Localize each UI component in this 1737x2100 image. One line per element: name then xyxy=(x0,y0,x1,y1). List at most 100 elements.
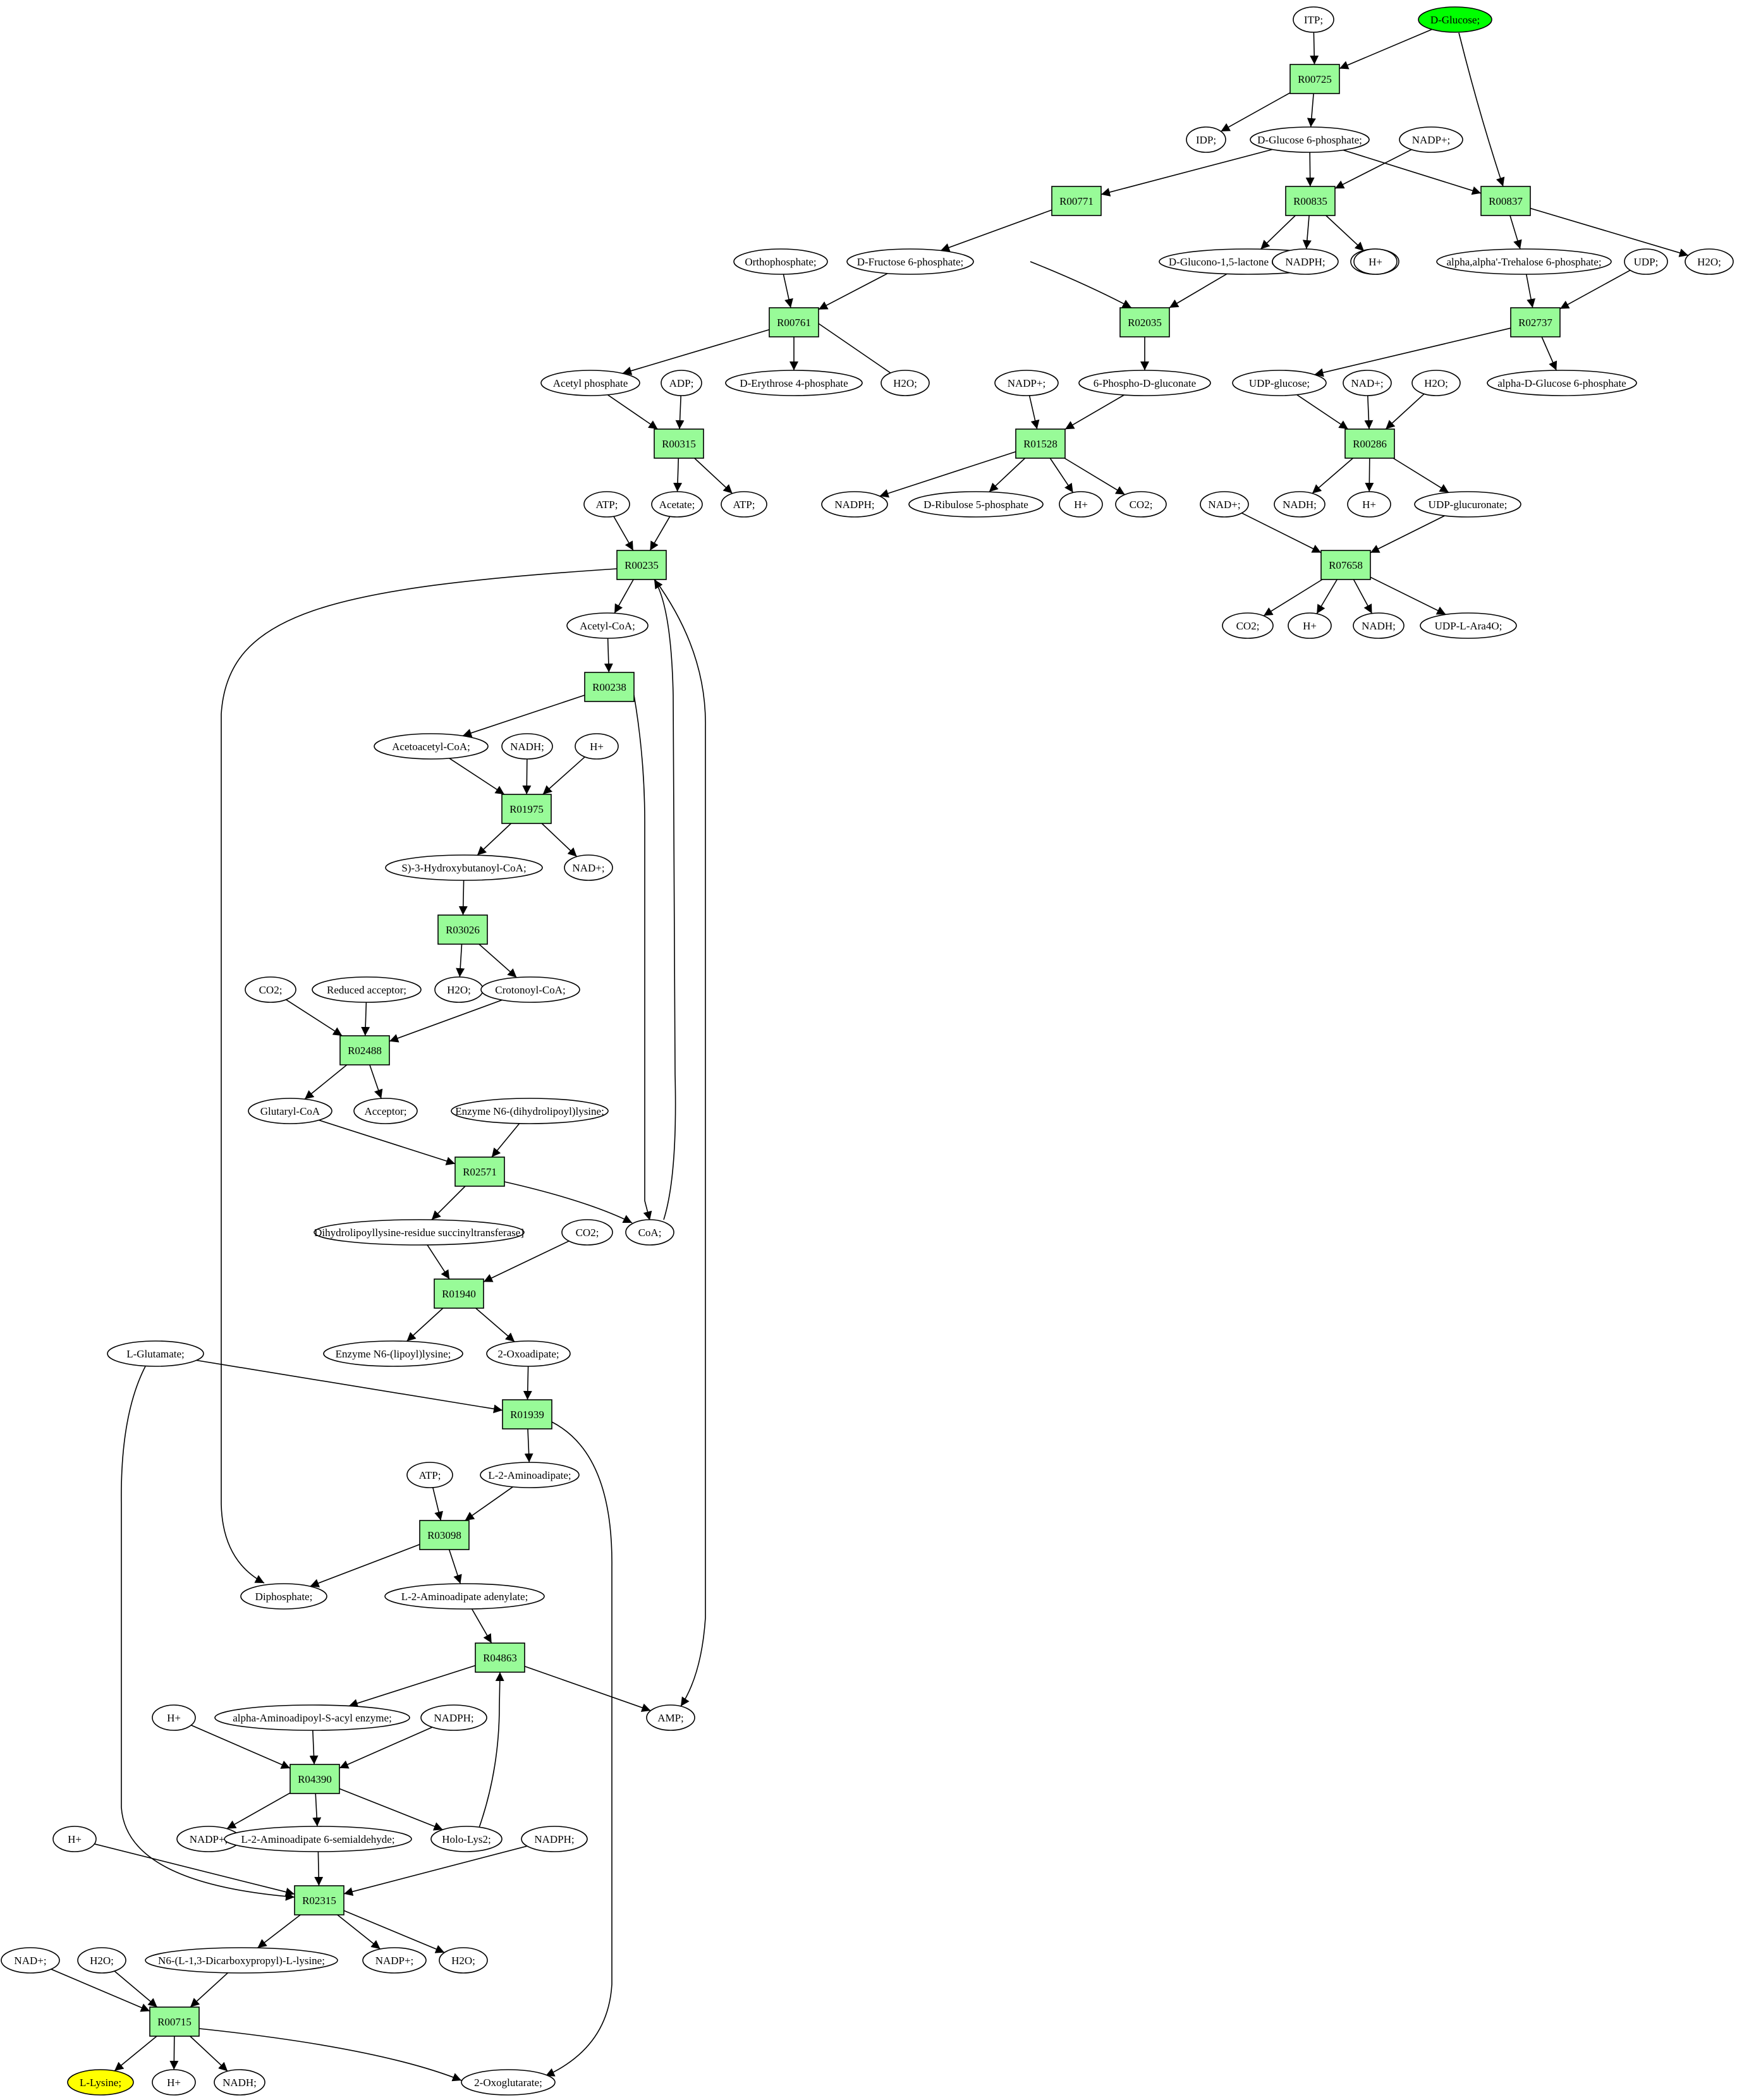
compound-label: D-Ribulose 5-phosphate xyxy=(923,499,1028,511)
compound-hplus-c: H+ xyxy=(1347,491,1391,518)
edge-R07658-to-nadh_b xyxy=(1353,579,1373,614)
reaction-label: R00761 xyxy=(777,317,811,329)
compound-ellipse xyxy=(1399,126,1463,153)
compound-co2-c: CO2; xyxy=(245,976,296,1003)
reaction-box xyxy=(1480,186,1531,216)
edge-R04390-to-hololys2 xyxy=(339,1788,443,1831)
compound-nadh-c: NADH; xyxy=(501,733,553,760)
edge-R00835-to-glucono xyxy=(1260,215,1296,250)
edge-R00286-to-udpglcua xyxy=(1393,458,1449,493)
reaction-label: R04390 xyxy=(298,1773,332,1785)
edge-R01940-to-oxoadipate xyxy=(475,1308,515,1342)
edge-R04863-to-amp xyxy=(524,1665,651,1712)
reaction-r00725: R00725 xyxy=(1289,64,1340,94)
compound-ellipse xyxy=(385,854,543,881)
reaction-label: R01939 xyxy=(510,1409,544,1421)
edge-R02737-to-aglc6p xyxy=(1541,336,1557,371)
reaction-r01528: R01528 xyxy=(1015,428,1066,459)
compound-label: L-2-Aminoadipate adenylate; xyxy=(401,1591,528,1603)
edge-hplus_e-to-R01975 xyxy=(542,756,585,795)
compound-n6dicarb: N6-(L-1,3-Dicarboxypropyl)-L-lysine; xyxy=(145,1947,338,1974)
compound-ellipse xyxy=(646,1704,695,1731)
edge-udpglcua-to-R07658 xyxy=(1370,515,1446,554)
edge-R07658-to-hplus_d xyxy=(1316,579,1338,614)
compound-label: 6-Phospho-D-gluconate xyxy=(1094,377,1196,389)
compound-label: UDP-glucose; xyxy=(1249,377,1310,389)
edge-R04863-to-acylenz xyxy=(348,1665,476,1708)
edge-redacc-to-R02488 xyxy=(361,1002,370,1036)
compound-label: CO2; xyxy=(1236,620,1260,632)
edge-R04390-to-semialdehyde xyxy=(312,1793,322,1827)
compound-ellipse xyxy=(521,1826,588,1852)
compound-ellipse xyxy=(725,370,863,396)
compound-nad-a: NAD+; xyxy=(1343,370,1392,396)
reaction-box xyxy=(339,1035,390,1065)
compound-ellipse xyxy=(881,370,930,396)
compound-ellipse xyxy=(107,1340,204,1367)
compound-label: NADH; xyxy=(510,741,544,753)
edge-R03026-to-h2o_e xyxy=(456,944,465,978)
compound-itp: ITP; xyxy=(1293,6,1334,33)
compound-crotonoyl: Crotonoyl-CoA; xyxy=(480,976,580,1003)
compound-ellipse xyxy=(374,733,489,760)
compound-orthop: Orthophosphate; xyxy=(733,248,828,275)
reaction-box xyxy=(769,307,819,337)
compound-ellipse xyxy=(77,1947,126,1974)
reaction-label: R03098 xyxy=(427,1529,461,1541)
edge-nadp_a-to-R00835 xyxy=(1334,149,1412,189)
reaction-r03026: R03026 xyxy=(437,914,488,945)
compound-label: H2O; xyxy=(893,377,917,389)
reaction-box xyxy=(502,1399,552,1429)
compound-nadph-b: NADPH; xyxy=(821,491,888,518)
compound-ellipse xyxy=(625,1219,674,1246)
edge-semialdehyde-to-R02315 xyxy=(314,1851,324,1886)
compound-nad-b: NAD+; xyxy=(1200,491,1249,518)
compound-label: NADP+; xyxy=(1008,377,1046,389)
compound-enzdihydro: Enzyme N6-(dihydrolipoyl)lysine; xyxy=(451,1098,609,1124)
compound-oxoglutarate: 2-Oxoglutarate; xyxy=(461,2069,556,2096)
reaction-box xyxy=(1344,428,1395,459)
compound-pgluconate: 6-Phospho-D-gluconate xyxy=(1078,370,1211,396)
compound-ellipse xyxy=(384,1583,545,1610)
compound-ellipse xyxy=(245,976,296,1003)
reaction-r00761: R00761 xyxy=(769,307,819,337)
compound-udpglc: UDP-glucose; xyxy=(1232,370,1327,396)
edge-enzdihydro-to-R02571 xyxy=(491,1123,520,1158)
compound-label: UDP-glucuronate; xyxy=(1429,499,1508,511)
compound-ellipse xyxy=(362,1947,427,1974)
edge-h2o_d-to-R00286 xyxy=(1385,393,1425,430)
compound-acceptor: Acceptor; xyxy=(353,1098,418,1124)
compound-acetate: Acetate; xyxy=(651,491,703,518)
edge-R00725-to-idp xyxy=(1221,92,1291,132)
compound-ellipse xyxy=(486,1340,571,1367)
compound-label: Acetyl phosphate xyxy=(553,377,628,389)
compound-label: H2O; xyxy=(1424,377,1448,389)
compound-label: Acceptor; xyxy=(364,1105,406,1117)
edge-R00238-to-acetoacetylcoa xyxy=(462,695,585,737)
compound-amp: AMP; xyxy=(646,1704,695,1731)
compound-label: Acetoacetyl-CoA; xyxy=(392,741,470,753)
compound-ellipse xyxy=(214,1704,410,1731)
compound-ellipse xyxy=(224,1826,412,1852)
edge-R01939-to-aminoadipate xyxy=(524,1428,533,1463)
compound-ellipse xyxy=(152,2069,196,2096)
compound-label: IDP; xyxy=(1196,134,1216,146)
edge-nad_a-to-R00286 xyxy=(1364,395,1374,430)
compound-nadp-a: NADP+; xyxy=(1399,126,1463,153)
compound-ellipse xyxy=(1222,612,1274,639)
compound-ellipse xyxy=(564,854,613,881)
compound-llys: L-Lysine; xyxy=(67,2069,134,2096)
edge-R02315-to-h2o_f xyxy=(343,1910,445,1953)
compound-label: L-Glutamate; xyxy=(126,1348,185,1360)
edge-R00725-to-g6p xyxy=(1307,93,1316,128)
compound-ellipse xyxy=(52,1826,97,1852)
reaction-r04863: R04863 xyxy=(475,1642,525,1673)
reaction-label: R00715 xyxy=(157,2016,192,2028)
compound-h2o-e: H2O; xyxy=(434,976,484,1003)
edge-f6p-to-R00761 xyxy=(818,272,888,310)
edge-atp_a-to-R00235 xyxy=(613,516,634,551)
edge-R00238-to-coa xyxy=(633,695,652,1221)
compound-label: NAD+; xyxy=(1208,499,1240,511)
compound-ellipse xyxy=(1288,612,1332,639)
compound-nadp-b: NADP+; xyxy=(994,370,1059,396)
